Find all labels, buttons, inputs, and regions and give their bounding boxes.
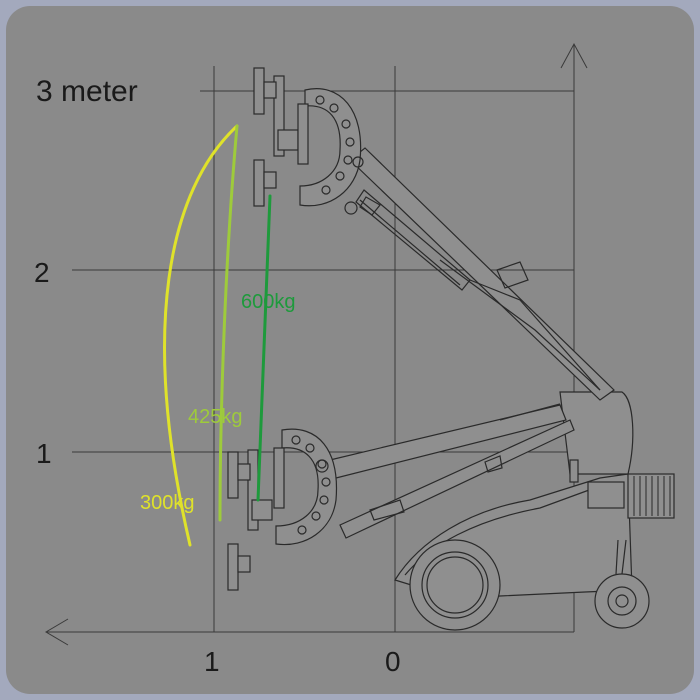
engine-grille (627, 473, 675, 519)
rear-wheel (594, 573, 650, 629)
load-curve-425kg (218, 124, 239, 522)
load-curve-300kg (163, 124, 239, 547)
y-axis-label-top: 3 meter (36, 75, 138, 108)
y-axis-label-2: 2 (34, 257, 50, 288)
y-axis-arrow-icon (560, 42, 588, 69)
load-curve-600kg (256, 194, 272, 502)
load-label-425kg: 425kg (188, 406, 243, 428)
load-label-600kg: 600kg (241, 291, 296, 313)
front-wheel (409, 539, 501, 631)
x-axis-label-1: 1 (204, 646, 220, 677)
y-axis-label-1: 1 (36, 438, 52, 469)
load-label-300kg: 300kg (140, 492, 195, 514)
upper-vacuum-head (253, 67, 364, 215)
machine-mast (559, 391, 634, 475)
load-curves (163, 124, 272, 547)
lower-vacuum-head (227, 428, 338, 591)
crane-machine-icon (227, 67, 675, 631)
x-axis-label-0: 0 (385, 646, 401, 677)
x-axis-arrow-icon (45, 618, 69, 646)
